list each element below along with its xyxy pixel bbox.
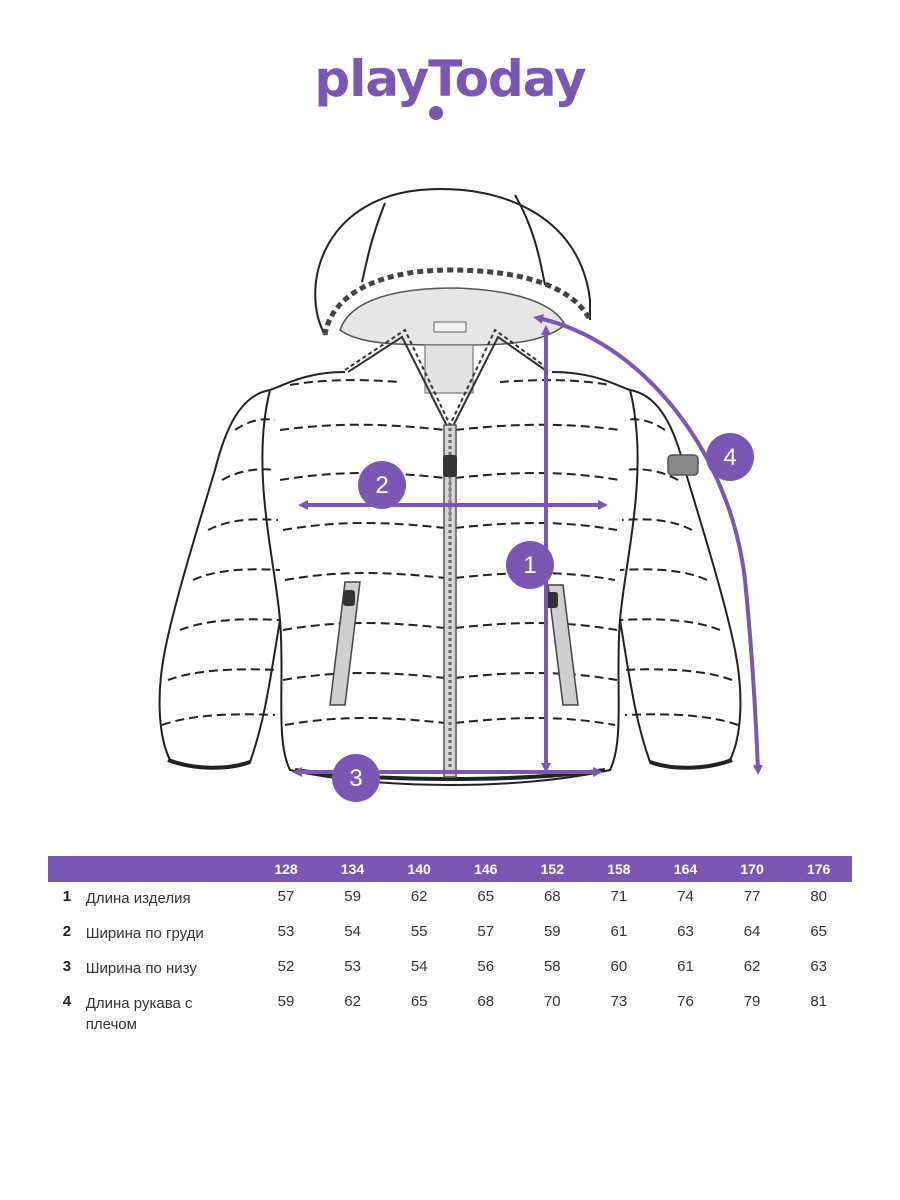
measurement-value: 61 [677, 958, 694, 975]
marker-1: 1 [506, 541, 554, 589]
arrow-sleeve [533, 314, 763, 775]
brand-logo: playToday [314, 50, 586, 108]
table-row: 2 Ширина по груди 53 54 55 57 59 61 63 6… [48, 917, 852, 952]
measurement-value: 56 [477, 958, 495, 975]
header-size-170: 170 [718, 856, 786, 882]
measurement-name: Ширина по низу [85, 960, 197, 977]
jacket-illustration: 1 2 3 4 [158, 188, 763, 802]
measurement-value: 74 [677, 888, 694, 905]
measurement-value: 77 [743, 888, 761, 905]
measurement-value: 53 [344, 958, 361, 975]
measurement-value: 71 [610, 888, 628, 905]
size-table: 128 134 140 146 152 158 164 170 176 1 Дл… [48, 856, 852, 1043]
measurement-value: 53 [277, 923, 295, 940]
marker-4: 4 [706, 433, 754, 481]
marker-3: 3 [332, 754, 380, 802]
measurement-value: 59 [277, 993, 295, 1010]
measurement-name: Длина рукава с плечом [85, 995, 193, 1033]
measurement-value: 63 [810, 958, 828, 975]
table-row: 1 Длина изделия 57 59 62 65 68 71 74 77 … [48, 882, 852, 917]
measurement-value: 64 [743, 923, 761, 940]
measurement-value: 70 [543, 993, 561, 1010]
header-size-140: 140 [385, 856, 453, 882]
measurement-value: 68 [543, 888, 561, 905]
marker-4-label: 4 [723, 444, 736, 471]
measurement-value: 76 [677, 993, 694, 1010]
measurement-value: 62 [410, 888, 428, 905]
measurement-value: 79 [743, 993, 761, 1010]
header-size-164: 164 [652, 856, 719, 882]
header-size-158: 158 [585, 856, 653, 882]
table-row: 4 Длина рукава с плечом 59 62 65 68 70 7… [48, 987, 852, 1043]
measurement-value: 68 [477, 993, 495, 1010]
measurement-value: 59 [543, 923, 561, 940]
jacket-zipper [443, 424, 457, 778]
header-size-146: 146 [452, 856, 520, 882]
marker-1-label: 1 [523, 552, 536, 579]
measurement-value: 61 [610, 923, 628, 940]
measurement-value: 57 [277, 888, 295, 905]
brand-logo-dot [429, 106, 443, 120]
table-row: 3 Ширина по низу 52 53 54 56 58 60 61 62… [48, 952, 852, 987]
row-number: 3 [62, 958, 72, 975]
measurement-name: Длина изделия [85, 890, 191, 907]
header-name-cell [85, 856, 253, 882]
measurement-value: 73 [610, 993, 628, 1010]
measurement-value: 58 [543, 958, 561, 975]
measurement-value: 60 [610, 958, 628, 975]
header-size-128: 128 [252, 856, 320, 882]
measurement-value: 62 [344, 993, 361, 1010]
row-number: 2 [62, 923, 72, 940]
header-size-152: 152 [519, 856, 586, 882]
size-table-header: 128 134 140 146 152 158 164 170 176 [48, 856, 852, 882]
measurement-value: 80 [810, 888, 828, 905]
measurement-value: 63 [677, 923, 694, 940]
header-size-176: 176 [785, 856, 852, 882]
measurement-value: 62 [743, 958, 761, 975]
marker-2: 2 [358, 461, 406, 509]
row-number: 4 [62, 993, 72, 1010]
measurement-value: 52 [277, 958, 295, 975]
measurement-value: 54 [410, 958, 428, 975]
measurement-value: 81 [810, 993, 828, 1010]
measurement-value: 57 [477, 923, 495, 940]
measurement-value: 54 [344, 923, 361, 940]
measurement-value: 59 [344, 888, 361, 905]
measurement-value: 65 [810, 923, 828, 940]
measurement-name: Ширина по груди [85, 925, 204, 942]
measurement-value: 65 [410, 993, 428, 1010]
marker-2-label: 2 [375, 472, 388, 499]
marker-3-label: 3 [349, 765, 362, 792]
jacket-hood [314, 188, 593, 394]
measurement-value: 65 [477, 888, 495, 905]
header-num-cell [48, 856, 86, 882]
measurement-value: 55 [410, 923, 428, 940]
sleeve-badge [667, 454, 699, 476]
header-size-134: 134 [319, 856, 386, 882]
row-number: 1 [62, 888, 72, 905]
